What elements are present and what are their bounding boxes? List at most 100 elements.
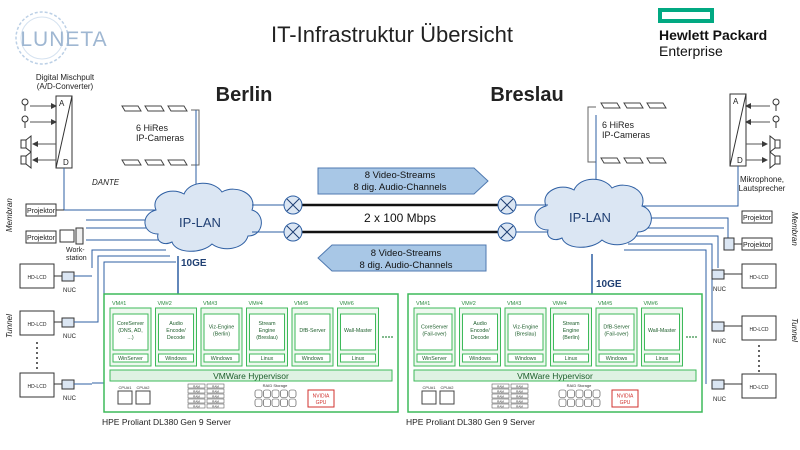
site-name-breslau: Breslau xyxy=(490,84,563,106)
camera-icon xyxy=(144,159,165,166)
mixer-label-line2: (A/D-Converter) xyxy=(37,82,94,91)
cpu-chip xyxy=(439,390,455,405)
stream-arrow-to-breslau: 8 Video-Streams 8 dig. Audio-Channels xyxy=(317,167,489,195)
cameras-label-line1: 6 HiRes xyxy=(136,123,169,133)
vm-tag: VM#5 xyxy=(598,301,612,307)
mixer-a: A xyxy=(59,99,65,108)
vm-service-box xyxy=(416,313,453,351)
site-name-berlin: Berlin xyxy=(216,84,273,106)
vm-service-name: DfB-Server xyxy=(299,328,325,334)
vm-os-box xyxy=(644,353,680,363)
gpu-label-line1: NVIDIA xyxy=(617,394,634,400)
ram-label: RAM xyxy=(516,389,523,393)
vm-service-box xyxy=(553,313,589,351)
ram-module xyxy=(187,383,206,389)
ram-module xyxy=(491,398,510,404)
ram-label: RAM xyxy=(193,394,200,398)
dante-label: DANTE xyxy=(92,178,120,187)
ram-label: RAM xyxy=(516,399,523,403)
ram-module xyxy=(206,398,225,404)
microphone-icon xyxy=(21,98,29,111)
cameras-label-line2: IP-Cameras xyxy=(136,133,185,143)
cpu-chip xyxy=(135,390,151,405)
projector: Projektor xyxy=(741,237,773,251)
vm-service-box xyxy=(112,313,149,351)
vm-service-name: Decode xyxy=(167,335,185,341)
camera-icon xyxy=(121,159,142,166)
stream-arrow-line2: 8 dig. Audio-Channels xyxy=(360,260,453,271)
camera-icon xyxy=(646,157,667,164)
disk-icon xyxy=(592,398,601,407)
gpu-box xyxy=(307,389,335,408)
ip-lan-label: IP-LAN xyxy=(179,215,221,230)
vm-tag: VM#3 xyxy=(507,301,521,307)
server-breslau: VM#1CoreServer(Fail-over)WinServerVM#2Au… xyxy=(406,293,703,427)
disk-icon xyxy=(584,389,592,398)
server-caption: HPE Proliant DL380 Gen 9 Server xyxy=(406,417,535,427)
vm-service-name: CoreServer xyxy=(421,325,448,331)
more-vms-dot xyxy=(391,336,393,338)
cpu-chip xyxy=(117,390,133,405)
projector-label: Projektor xyxy=(27,235,56,242)
camera-icon xyxy=(167,159,188,166)
vm-service-name: Audio xyxy=(169,321,183,327)
raid-label: RAID Storage xyxy=(567,383,592,388)
cameras-breslau: 6 HiRes IP-Cameras xyxy=(587,102,667,164)
disk-icon xyxy=(280,398,288,407)
ram-module xyxy=(187,393,206,399)
display-label: HD-LCD xyxy=(28,322,47,328)
projector: Projektor xyxy=(741,210,773,224)
vm-service-name: Viz-Engine xyxy=(209,325,235,331)
right-peripherals: Membran Tunnel Projektor Projektor NUC H… xyxy=(711,210,799,403)
display-icon: HD-LCD xyxy=(741,373,777,399)
disk-icon xyxy=(288,398,297,407)
vm-os: Linux xyxy=(261,356,274,362)
disk-icon xyxy=(271,398,280,407)
server-caption: HPE Proliant DL380 Gen 9 Server xyxy=(102,417,231,427)
vm-os: Linux xyxy=(656,356,669,362)
ram-label: RAM xyxy=(212,384,219,388)
cpu-label: CPU#1 xyxy=(423,385,437,390)
cameras-berlin: 6 HiRes IP-Cameras xyxy=(121,105,200,166)
ram-label: RAM xyxy=(193,389,200,393)
microphone-icon xyxy=(772,98,780,111)
disk-icon xyxy=(263,389,271,398)
microphone-icon xyxy=(772,115,780,128)
ram-label: RAM xyxy=(497,384,504,388)
vm-service-name: Stream xyxy=(562,321,580,327)
vm-service-name: Stream xyxy=(258,321,276,327)
vm-os: Windows xyxy=(469,356,491,362)
vm-os: WinServer xyxy=(118,356,143,362)
ram-module xyxy=(491,388,510,394)
stream-arrow-line1: 8 Video-Streams xyxy=(371,248,442,259)
ram-module xyxy=(206,388,225,394)
ram-label: RAM xyxy=(497,404,504,408)
ram-module xyxy=(187,403,206,409)
disk-icon xyxy=(288,389,297,398)
disk-icon xyxy=(567,389,575,398)
camera-icon xyxy=(600,102,621,109)
vm-service-name: (Breslau) xyxy=(256,335,278,341)
vm-service-name: Audio xyxy=(473,321,487,327)
ram-label: RAM xyxy=(193,384,200,388)
nuc-label: NUC xyxy=(63,288,77,294)
raid-label: RAID Storage xyxy=(263,383,288,388)
cameras-label-line1: 6 HiRes xyxy=(602,120,635,130)
vm-os: WinServer xyxy=(422,356,447,362)
lan-cabling xyxy=(63,110,739,384)
workstation-icon xyxy=(59,227,84,245)
vm-tag: VM#6 xyxy=(340,301,354,307)
vm-service-box xyxy=(462,313,498,351)
disk-icon xyxy=(575,398,584,407)
vm-os-box xyxy=(203,353,240,363)
stream-arrow-line2: 8 dig. Audio-Channels xyxy=(354,182,447,193)
projector-label: Projektor xyxy=(743,215,772,222)
vm-service-box xyxy=(203,313,240,351)
hypervisor-label: VMWare Hypervisor xyxy=(213,371,289,381)
more-devices-ellipsis xyxy=(36,342,38,369)
stream-arrow-line1: 8 Video-Streams xyxy=(365,170,436,181)
nuc-icon xyxy=(61,317,75,328)
camera-icon xyxy=(167,105,188,112)
disk-icon xyxy=(558,398,567,407)
